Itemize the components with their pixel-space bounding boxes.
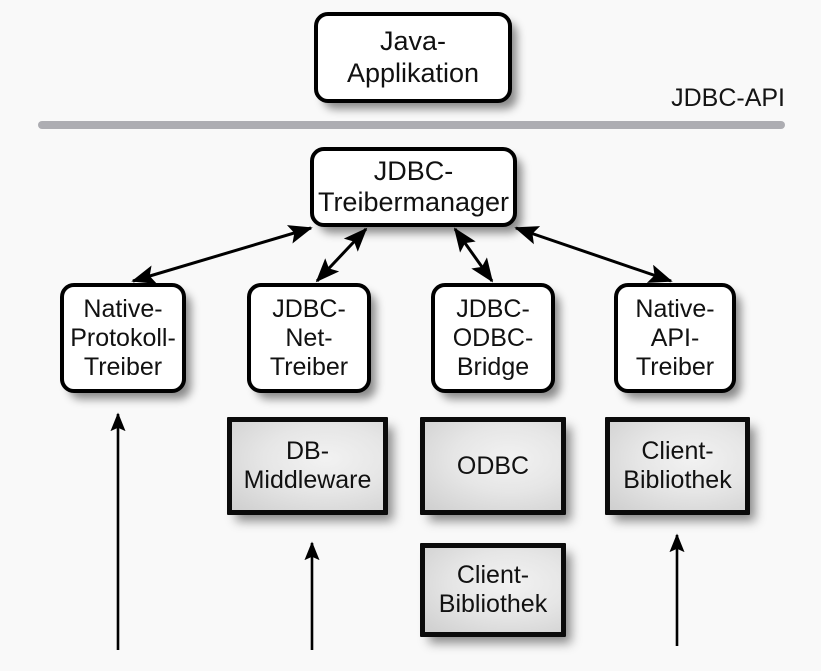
connector-manager-native-api: [514, 226, 673, 283]
node-jdbc-net-treiber: JDBC- Net- Treiber: [247, 283, 371, 393]
node-jdbc-net-treiber-label: JDBC- Net- Treiber: [269, 294, 349, 381]
box-db-middleware-label: DB- Middleware: [243, 437, 372, 494]
node-native-api-treiber-label: Native- API- Treiber: [635, 294, 715, 381]
jdbc-api-separator-bar: [38, 121, 785, 129]
box-client-bibliothek-right-label: Client- Bibliothek: [623, 437, 732, 494]
connector-manager-native-protokoll: [131, 225, 313, 284]
connector-manager-jdbc-net: [315, 227, 368, 283]
node-jdbc-treibermanager-label: JDBC- Treibermanager: [317, 155, 510, 217]
node-native-protokoll-treiber-label: Native- Protokoll- Treiber: [70, 294, 176, 381]
node-jdbc-odbc-bridge: JDBC- ODBC- Bridge: [431, 283, 555, 393]
node-native-protokoll-treiber: Native- Protokoll- Treiber: [60, 283, 186, 393]
box-db-middleware: DB- Middleware: [227, 417, 388, 515]
box-client-bibliothek-middle-label: Client- Bibliothek: [438, 561, 548, 618]
box-client-bibliothek-right: Client- Bibliothek: [605, 417, 750, 515]
node-native-api-treiber: Native- API- Treiber: [614, 283, 736, 393]
box-odbc: ODBC: [420, 417, 566, 515]
node-jdbc-treibermanager: JDBC- Treibermanager: [310, 147, 517, 227]
jdbc-api-label: JDBC-API: [671, 84, 785, 112]
box-odbc-label: ODBC: [456, 451, 530, 480]
box-client-bibliothek-middle: Client- Bibliothek: [420, 543, 566, 637]
connector-manager-jdbc-odbc: [453, 227, 494, 283]
node-java-applikation: Java- Applikation: [314, 12, 512, 103]
node-java-applikation-label: Java- Applikation: [346, 26, 480, 88]
node-jdbc-odbc-bridge-label: JDBC- ODBC- Bridge: [452, 294, 534, 381]
